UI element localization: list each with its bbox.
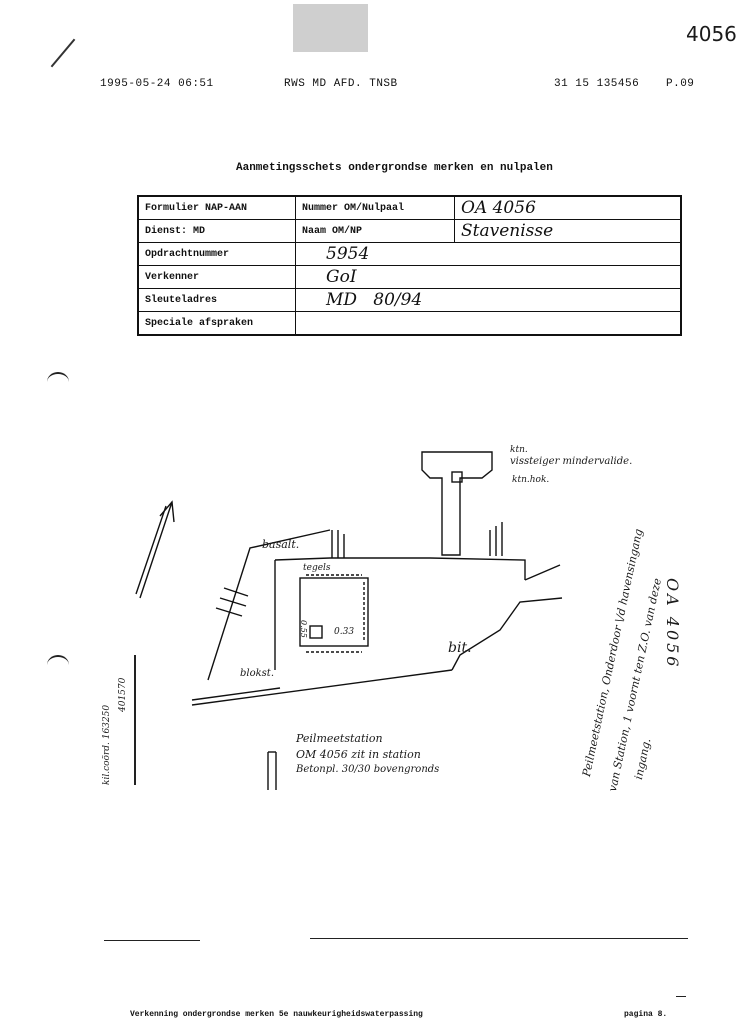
form-value: OA 4056 [454, 195, 682, 220]
signature-line-right [310, 938, 688, 939]
right-shore [451, 597, 563, 671]
form-label: Verkenner [137, 265, 296, 289]
label-basalt: basalt. [262, 538, 300, 551]
form-row: Opdrachtnummer 5954 [137, 242, 682, 266]
form-mid-label: Naam OM/NP [295, 219, 455, 243]
note-oa-side: OA 4056 [663, 578, 682, 670]
right-slope [524, 564, 561, 581]
punch-hole-arc [47, 655, 69, 675]
fax-page: P.09 [666, 78, 695, 90]
form-value: MD 80/94 [295, 288, 682, 312]
form-label: Opdrachtnummer [137, 242, 296, 266]
label-peilmeet-2: OM 4056 zit in station [296, 748, 421, 761]
form-row: Speciale afspraken [137, 311, 682, 336]
form-label: Sleuteladres [137, 288, 296, 312]
doc-number: 4056 [686, 22, 737, 46]
form-table: Formulier NAP-AAN Nummer OM/Nulpaal OA 4… [137, 195, 682, 336]
form-row: Verkenner GoI [137, 265, 682, 289]
signature-line-left [104, 940, 200, 941]
label-ktn: ktn. [510, 445, 528, 455]
label-peilmeet-3: Betonpl. 30/30 bovengronds [296, 764, 440, 775]
mark-square [309, 625, 323, 639]
fax-phone: 31 15 135456 [554, 78, 640, 90]
pier-outline [421, 451, 493, 556]
footer-right: pagina 8. [624, 1010, 668, 1019]
form-row: Sleuteladres MD 80/94 [137, 288, 682, 312]
footer-left: Verkenning ondergrondse merken 5e nauwke… [130, 1010, 423, 1019]
form-label: Formulier NAP-AAN [137, 195, 296, 220]
pier-hut [451, 471, 463, 483]
north-arrow-line [139, 501, 173, 599]
note-left-coord-2: 401570 [118, 677, 128, 712]
form-value: Stavenisse [454, 219, 682, 243]
basalt-hatch [219, 597, 247, 607]
basalt-hatch [223, 587, 249, 597]
basalt-hatch [215, 607, 243, 617]
fax-datetime: 1995-05-24 06:51 [100, 78, 214, 90]
form-value: GoI [295, 265, 682, 289]
label-mark-055: 0.55 [299, 620, 308, 638]
footer-mark [676, 996, 686, 997]
label-peilmeet-1: Peilmeetstation [296, 732, 383, 745]
north-arrow-head [159, 500, 175, 523]
blokst-line [191, 669, 453, 706]
margin-stroke [50, 38, 76, 68]
scan-smudge [293, 4, 368, 52]
note-right-3: ingang. [632, 737, 654, 781]
punch-hole-arc [47, 372, 69, 392]
platform-top [274, 557, 526, 580]
form-value: 5954 [295, 242, 682, 266]
label-tegels: tegels [303, 563, 331, 573]
label-mark-033: 0.33 [334, 627, 355, 637]
label-blokst: blokst. [240, 668, 275, 679]
form-row: Formulier NAP-AAN Nummer OM/Nulpaal OA 4… [137, 195, 682, 220]
blokst-line-2 [191, 687, 281, 701]
label-bit: bit. [448, 640, 472, 656]
label-ktnhok: ktn.hok. [512, 475, 550, 485]
fax-sender: RWS MD AFD. TNSB [284, 78, 398, 90]
north-arrow-line [135, 505, 167, 595]
coord-bracket [134, 655, 136, 785]
form-label: Dienst: MD [137, 219, 296, 243]
note-left-coord: kil.coörd. 163250 [102, 704, 112, 785]
station-box [299, 577, 369, 647]
label-vissteiger: vissteiger mindervalide. [510, 456, 633, 467]
form-mid-label: Nummer OM/Nulpaal [295, 195, 455, 220]
page-title: Aanmetingsschets ondergrondse merken en … [236, 162, 553, 174]
form-row: Dienst: MD Naam OM/NP Stavenisse [137, 219, 682, 243]
basalt-edge [207, 529, 331, 681]
site-sketch [135, 451, 563, 790]
form-label: Speciale afspraken [137, 311, 296, 336]
form-value [295, 311, 682, 336]
